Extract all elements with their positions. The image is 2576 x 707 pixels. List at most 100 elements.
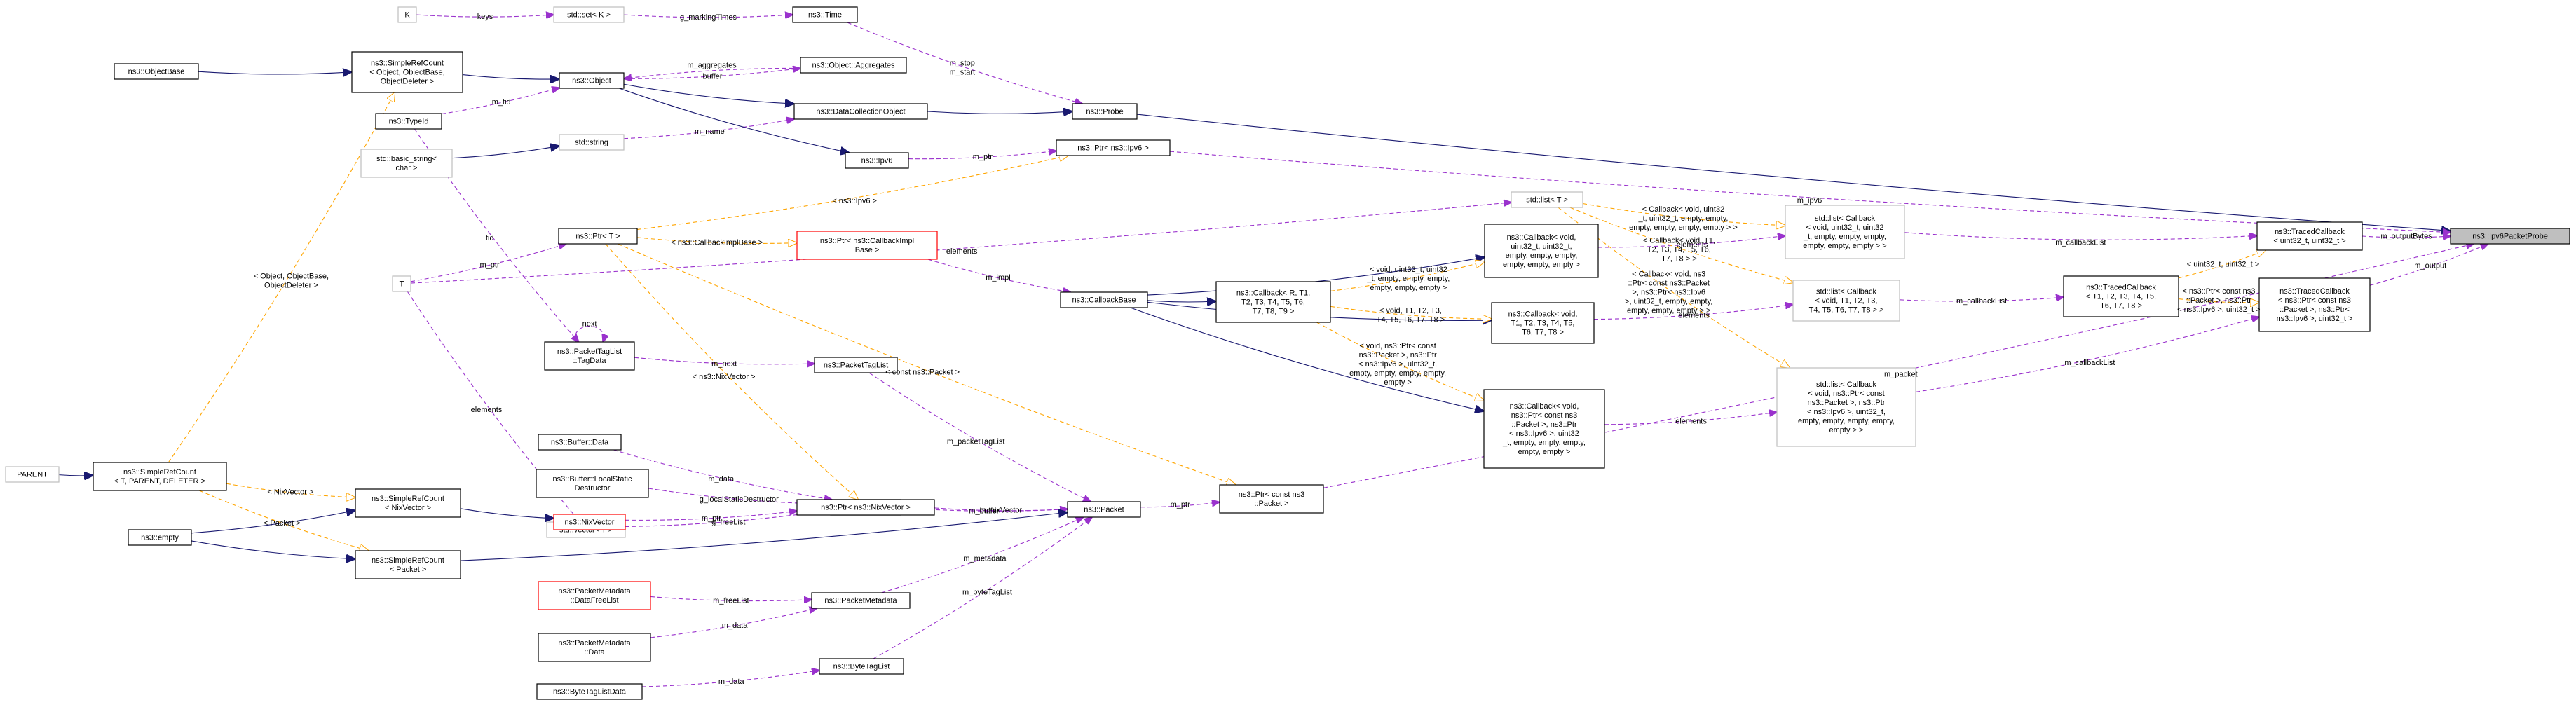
- class-node-ptripv6[interactable]: ns3::Ptr< ns3::Ipv6 >: [1056, 139, 1171, 156]
- node-label-line: ns3::TracedCallback: [2275, 228, 2345, 236]
- class-node-empty[interactable]: ns3::empty: [128, 529, 192, 546]
- node-box: [1483, 389, 1605, 469]
- edge-template-srcT-to-srcpacket: [198, 490, 369, 551]
- edge-inherit-probe-to-probeclass: [1136, 114, 2451, 231]
- class-node-time[interactable]: ns3::Time: [792, 6, 858, 23]
- edge-usage-ptrtagdata-to-ptrtagdata: [575, 325, 604, 343]
- edge-label-line: T4, T5, T6, T7, T8 >: [1377, 316, 1445, 324]
- class-node-dco[interactable]: ns3::DataCollectionObject: [793, 103, 928, 120]
- edge-label-line: m_data: [718, 678, 745, 686]
- node-label-line: ns3::TracedCallback: [2086, 284, 2156, 292]
- node-label-line: ns3::CallbackBase: [1072, 296, 1136, 305]
- class-node-cbvoidT[interactable]: ns3::Callback< void,T1, T2, T3, T4, T5,T…: [1491, 302, 1595, 344]
- edge-usage-bufferlsd-to-buffer: [648, 488, 831, 504]
- class-node-srcnix[interactable]: ns3::SimpleRefCount< NixVector >: [355, 488, 461, 518]
- class-node-listT[interactable]: std::list< T >: [1511, 191, 1583, 208]
- class-node-listcb32[interactable]: std::list< Callback< void, uint32_t, uin…: [1785, 205, 1905, 259]
- class-node-nixvector[interactable]: ns3::NixVector: [553, 514, 626, 530]
- class-node-string[interactable]: std::string: [559, 134, 625, 151]
- node-label-line: ns3::Packet >, ns3::Ptr: [1808, 399, 1886, 407]
- class-node-packet[interactable]: ns3::Packet: [1067, 501, 1141, 518]
- class-node-tcb32[interactable]: ns3::TracedCallback< uint32_t, uint32_t …: [2256, 221, 2363, 251]
- class-node-ptrcbimpl[interactable]: ns3::Ptr< ns3::CallbackImplBase >: [796, 231, 938, 260]
- class-node-K[interactable]: K: [397, 6, 417, 23]
- node-label-line: ns3::Buffer::LocalStatic: [553, 475, 632, 483]
- class-node-bytetaglist[interactable]: ns3::ByteTagList: [819, 658, 904, 675]
- node-label-line: ns3::Ptr< ns3::NixVector >: [821, 504, 911, 512]
- edge-inherit-callbackbase-to-cbvoidpkt: [1130, 307, 1484, 411]
- class-node-T[interactable]: T: [392, 275, 411, 292]
- class-node-probeclass[interactable]: ns3::Ipv6PacketProbe: [2450, 228, 2570, 245]
- edge-usage-cbvoid32-to-listcb32: [1597, 235, 1785, 248]
- class-node-typeid[interactable]: ns3::TypeId: [375, 113, 442, 130]
- edge-label-line: < void, T1, T2, T3,: [1379, 307, 1442, 315]
- edge-label-line: < Object, ObjectBase,: [254, 272, 329, 280]
- class-node-btldata[interactable]: ns3::ByteTagListData: [536, 683, 643, 700]
- class-node-set[interactable]: std::set< K >: [553, 6, 625, 23]
- node-label-line: < T1, T2, T3, T4, T5,: [2086, 293, 2156, 301]
- class-node-ipv6[interactable]: ns3::Ipv6: [845, 152, 909, 169]
- edge-usage-cbvoidpkt-to-listcbpkt: [1604, 412, 1777, 425]
- edge-label-line: buffer: [703, 72, 723, 81]
- node-box: [1776, 367, 1916, 447]
- class-node-basicstring[interactable]: std::basic_string<char >: [360, 149, 453, 178]
- node-label-line: ns3::SimpleRefCount: [123, 468, 196, 476]
- node-label-line: < NixVector >: [385, 504, 431, 512]
- class-node-srcobject[interactable]: ns3::SimpleRefCount< Object, ObjectBase,…: [351, 51, 463, 93]
- edge-label-line: elements: [1675, 417, 1707, 425]
- class-node-ptrT[interactable]: ns3::Ptr< T >: [558, 228, 638, 245]
- node-label-line: ns3::TracedCallback: [2279, 287, 2350, 296]
- node-label-line: T2, T3, T4, T5, T6,: [1241, 298, 1305, 307]
- class-node-objectbase[interactable]: ns3::ObjectBase: [114, 63, 199, 80]
- node-label-line: < ns3::Ptr< const ns3: [2278, 296, 2351, 305]
- class-node-bufferdata[interactable]: ns3::Buffer::Data: [538, 434, 622, 451]
- class-node-probe[interactable]: ns3::Probe: [1072, 103, 1138, 120]
- class-node-aggregates[interactable]: ns3::Object::Aggregates: [800, 57, 907, 74]
- node-label-line: ns3::PacketMetadata: [558, 587, 631, 596]
- node-box: [792, 6, 858, 23]
- class-node-tcbpkt[interactable]: ns3::TracedCallback< ns3::Ptr< const ns3…: [2258, 277, 2371, 332]
- class-node-object[interactable]: ns3::Object: [559, 72, 625, 89]
- edge-label-line: < ns3::NixVector >: [693, 373, 756, 381]
- edge-usage-pmddata-to-pmd: [650, 608, 817, 638]
- edge-label-line: < const ns3::Packet >: [885, 368, 960, 376]
- node-box: [793, 103, 928, 120]
- node-label-line: std::list< Callback: [1815, 214, 1875, 223]
- class-node-cbRT[interactable]: ns3::Callback< R, T1,T2, T3, T4, T5, T6,…: [1215, 281, 1331, 323]
- node-box: [796, 499, 935, 516]
- edge-label-line: m_callbackList: [2064, 359, 2115, 367]
- edge-usage-string-to-dco: [623, 119, 794, 139]
- class-node-parent[interactable]: PARENT: [5, 466, 60, 483]
- node-box: [1067, 501, 1141, 518]
- class-node-ptrpacket[interactable]: ns3::Ptr< const ns3::Packet >: [1219, 484, 1324, 514]
- class-node-ptrnix[interactable]: ns3::Ptr< ns3::NixVector >: [796, 499, 935, 516]
- edge-usage-pmd-to-packet: [881, 517, 1083, 593]
- node-box: [360, 149, 453, 178]
- edge-label-line: m_freeList: [713, 596, 749, 605]
- class-node-tcbT[interactable]: ns3::TracedCallback< T1, T2, T3, T4, T5,…: [2063, 275, 2179, 317]
- class-node-packettaglist[interactable]: ns3::PacketTagList: [814, 357, 898, 373]
- node-label-line: ns3::Callback< R, T1,: [1236, 289, 1310, 298]
- class-node-listcbT[interactable]: std::list< Callback< void, T1, T2, T3,T4…: [1792, 280, 1900, 322]
- edge-label-line: < ns3::Ipv6 >, uint32_t >: [2177, 306, 2260, 314]
- class-node-pmdfl[interactable]: ns3::PacketMetadata::DataFreeList: [538, 581, 651, 610]
- edge-label-line: m_data: [708, 475, 735, 483]
- node-box: [1072, 103, 1138, 120]
- node-label-line: < void, uint32_t, uint32: [1806, 224, 1884, 232]
- node-label-line: < void, T1, T2, T3,: [1815, 297, 1878, 306]
- class-node-pmddata[interactable]: ns3::PacketMetadata::Data: [538, 633, 651, 662]
- class-node-cbvoidpkt[interactable]: ns3::Callback< void,ns3::Ptr< const ns3:…: [1483, 389, 1605, 469]
- class-node-cbvoid32[interactable]: ns3::Callback< void,uint32_t, uint32_t,e…: [1484, 224, 1599, 278]
- edge-label-line: next: [582, 320, 597, 329]
- class-node-ptrtagdata[interactable]: ns3::PacketTagList::TagData: [544, 341, 635, 371]
- class-node-srcT[interactable]: ns3::SimpleRefCount< T, PARENT, DELETER …: [93, 462, 227, 491]
- edge-label-line: m_impl: [986, 274, 1010, 282]
- class-node-callbackbase[interactable]: ns3::CallbackBase: [1060, 291, 1148, 308]
- edges-layer: [58, 15, 2488, 687]
- class-node-listcbpkt[interactable]: std::list< Callback< void, ns3::Ptr< con…: [1776, 367, 1916, 447]
- node-box: [1491, 302, 1595, 344]
- class-node-pmd[interactable]: ns3::PacketMetadata: [811, 592, 911, 609]
- class-node-srcpacket[interactable]: ns3::SimpleRefCount< Packet >: [355, 550, 461, 579]
- edge-label-line: < Packet >: [264, 519, 301, 528]
